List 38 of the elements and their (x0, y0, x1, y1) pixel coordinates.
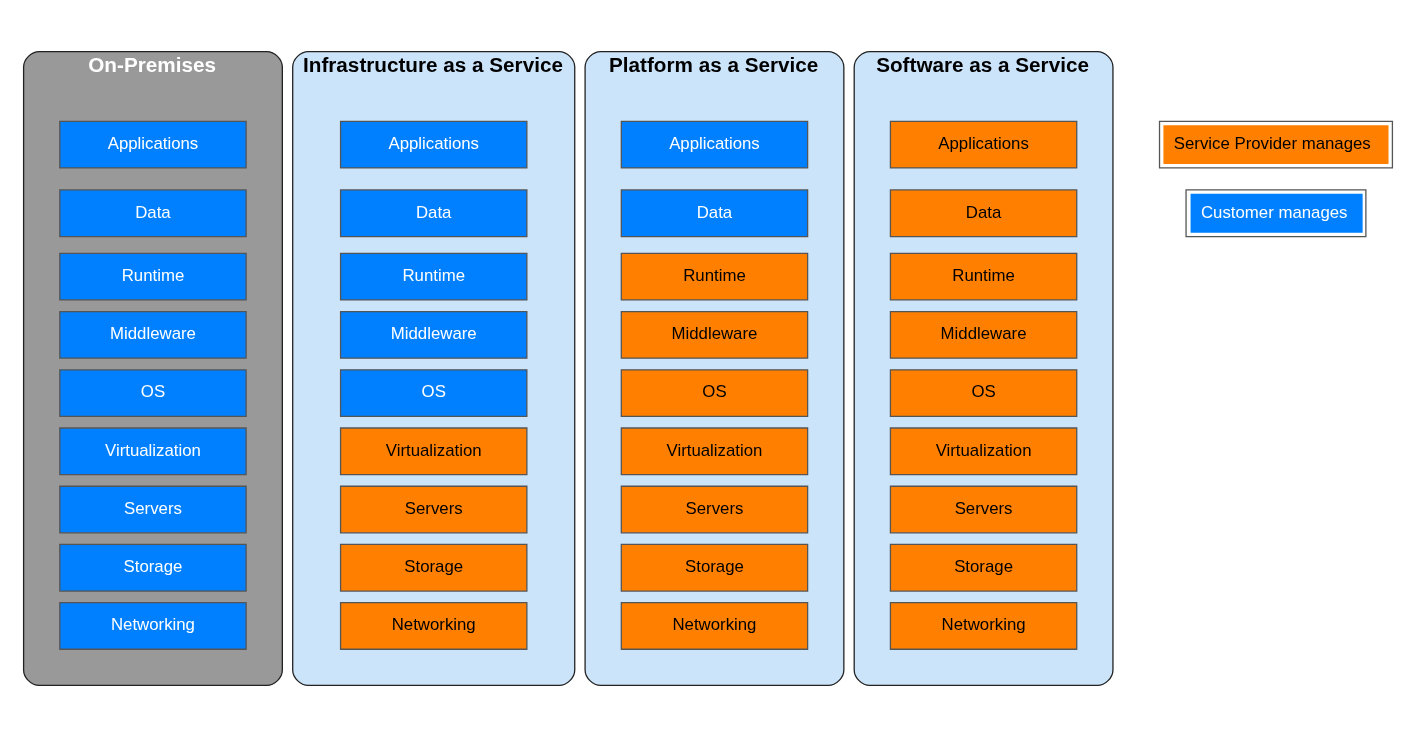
node-box: Servers (59, 485, 247, 533)
node-box: Storage (620, 543, 809, 592)
node-box: OS (339, 368, 528, 417)
node-box: Data (620, 188, 809, 237)
node-box: Networking (889, 601, 1078, 650)
node-box: OS (59, 368, 247, 417)
node-box: Applications (339, 120, 528, 169)
node-box: Applications (889, 120, 1078, 169)
node-box: Runtime (889, 252, 1078, 301)
node-box: Runtime (620, 252, 809, 301)
node-box: Middleware (889, 310, 1078, 359)
node-box: Servers (339, 485, 528, 533)
node-box: Storage (889, 543, 1078, 592)
node-box: Virtualization (889, 426, 1078, 475)
node-box: Applications (59, 120, 247, 169)
node-box: Runtime (339, 252, 528, 301)
node-box: Data (339, 188, 528, 237)
legend-label: Service Provider manages (1173, 133, 1371, 153)
node-box: Runtime (59, 252, 247, 301)
node-box: Virtualization (59, 426, 247, 475)
node-box: Servers (620, 485, 809, 533)
node-box: Data (889, 188, 1078, 237)
node-box: Virtualization (620, 426, 809, 475)
node-box: OS (889, 368, 1078, 417)
node-box: Storage (339, 543, 528, 592)
node-box: OS (620, 368, 809, 417)
node-box: Networking (59, 601, 247, 650)
legend-label: Customer manages (1200, 202, 1348, 222)
node-box: Middleware (59, 310, 247, 359)
node-box: Networking (620, 601, 809, 650)
node-box: Storage (59, 543, 247, 592)
node-box: Applications (620, 120, 809, 169)
node-box: Virtualization (339, 426, 528, 475)
node-box: Data (59, 188, 247, 237)
node-box: Middleware (620, 310, 809, 359)
node-box: Middleware (339, 310, 528, 359)
node-box: Networking (339, 601, 528, 650)
node-box: Servers (889, 485, 1078, 533)
